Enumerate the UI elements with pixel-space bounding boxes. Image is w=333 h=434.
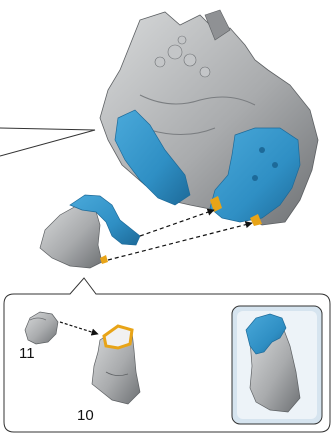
fragment-label-11: 11 <box>19 346 35 361</box>
fragment-label-10: 10 <box>77 408 94 423</box>
result-panel <box>232 306 322 424</box>
assembled-object <box>100 10 318 226</box>
middle-bone-fragment <box>40 195 140 268</box>
callout-wedge <box>0 128 95 156</box>
